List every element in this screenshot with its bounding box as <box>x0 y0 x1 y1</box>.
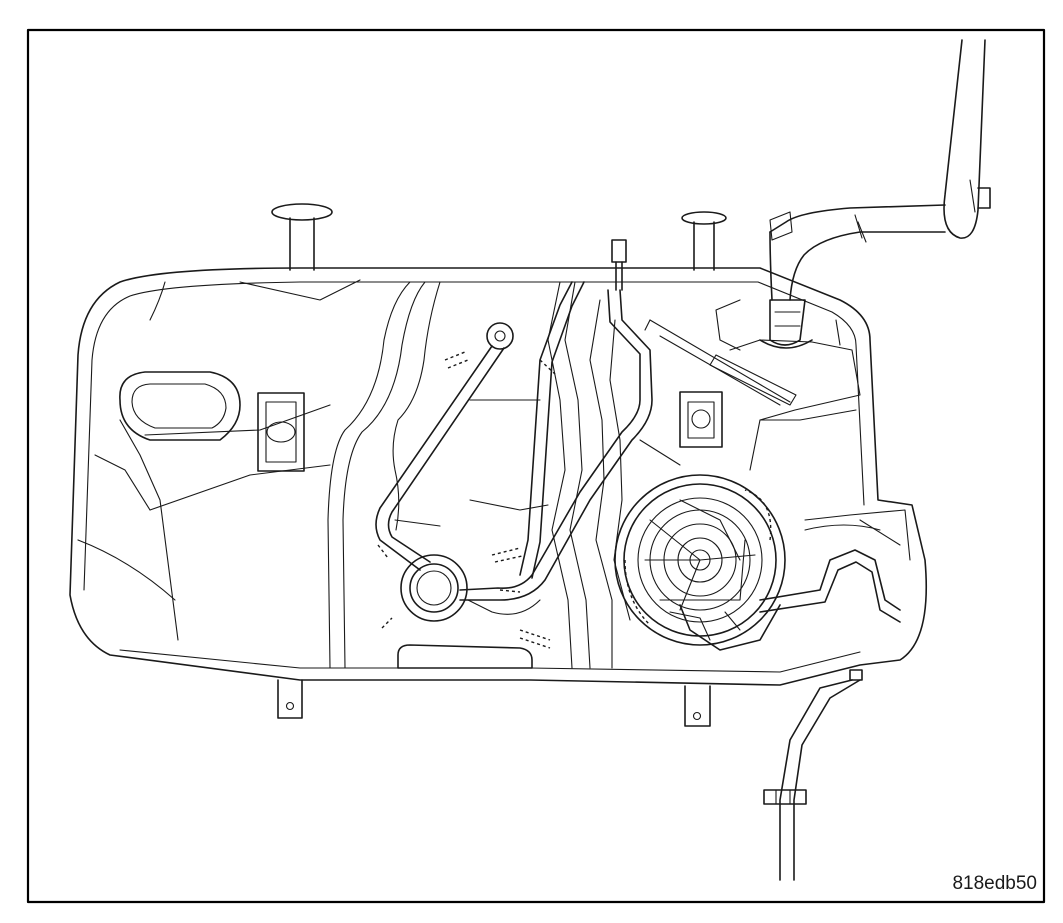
supply-lines <box>759 509 911 881</box>
center-vent-pipe <box>611 211 727 291</box>
tank-right-section <box>644 299 861 471</box>
rollover-valve <box>400 554 541 622</box>
fuel-pump-module <box>614 474 786 651</box>
left-vent-pipe <box>271 203 333 271</box>
vent-tube <box>375 281 653 601</box>
slots <box>377 351 556 649</box>
mounting-brackets <box>277 679 711 727</box>
frame-border <box>26 28 1046 904</box>
filler-neck <box>759 39 991 349</box>
tank-body <box>69 267 928 686</box>
figure-code-label: 818edb50 <box>952 873 1037 894</box>
